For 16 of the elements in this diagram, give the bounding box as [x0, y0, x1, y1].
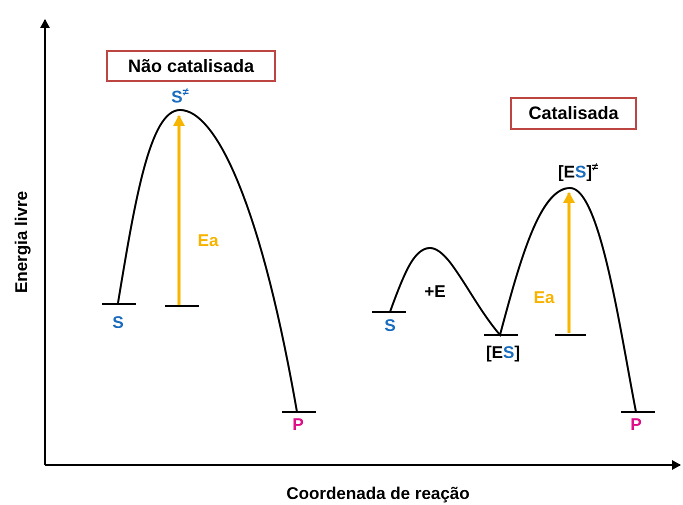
title-box: [106, 50, 276, 82]
state-label: [ES]$^{≠}$: [558, 162, 598, 182]
state-label: [ES]: [486, 343, 520, 363]
state-label: S: [112, 313, 124, 333]
axis-title: Energia livre: [12, 190, 32, 294]
state-label: P: [630, 415, 642, 435]
state-label: +E: [424, 282, 446, 302]
energy-label: Ea: [534, 288, 554, 308]
state-label: S$^{≠}$: [171, 86, 189, 108]
box-title: Catalisada: [528, 103, 619, 124]
title-box: [510, 97, 637, 130]
state-label: S: [384, 316, 396, 336]
state-label: P: [292, 415, 304, 435]
energy-label: Ea: [198, 231, 218, 251]
box-title: Não catalisada: [128, 56, 254, 76]
axis-title: Coordenada de reação: [286, 484, 470, 504]
